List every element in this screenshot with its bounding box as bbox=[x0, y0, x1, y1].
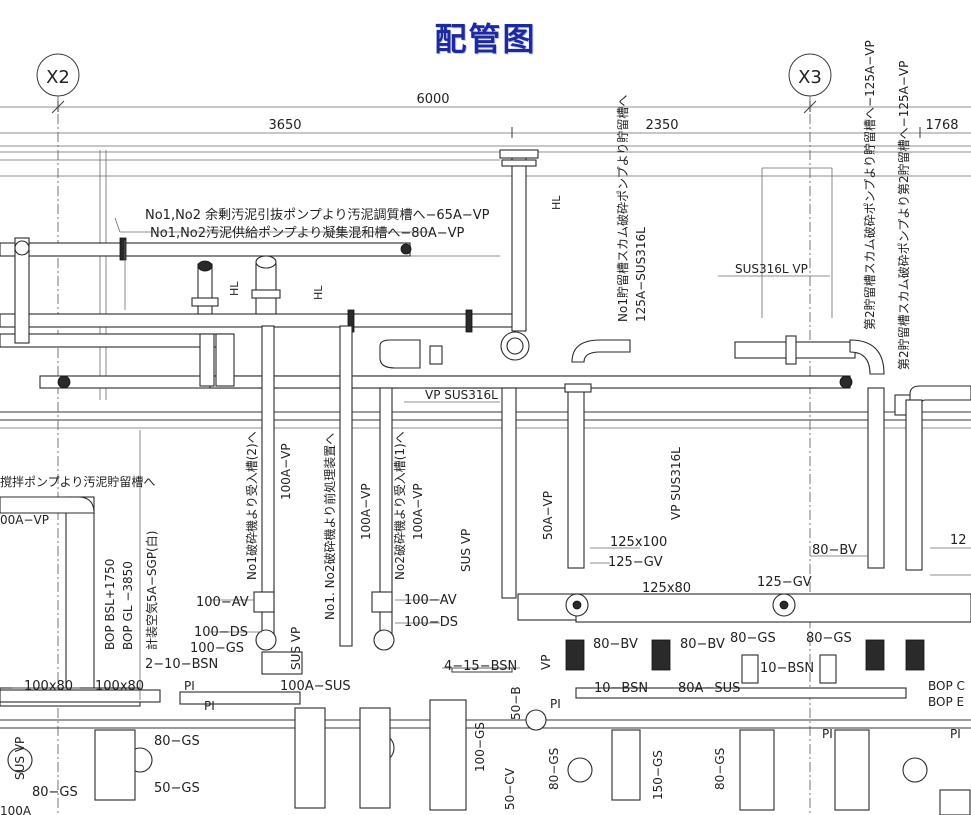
label-80gs-2: 80−GS bbox=[806, 631, 852, 646]
label-pi-3: PI bbox=[550, 697, 561, 711]
upper-piping bbox=[0, 149, 971, 416]
note-sus-vp-left: SUS VP bbox=[13, 737, 27, 780]
vertical-risers bbox=[0, 325, 923, 698]
note-tank2a: 第2貯留槽スカム破砕ポンプより貯留槽へ−125A−VP bbox=[862, 40, 877, 330]
note-vp-sus-vertical: VP SUS316L bbox=[669, 447, 683, 520]
label-100av-right: 100−AV bbox=[404, 593, 457, 608]
label-100ds-right: 100−DS bbox=[404, 615, 458, 630]
label-pi-5: PI bbox=[950, 727, 961, 741]
label-100av-left: 100−AV bbox=[196, 595, 249, 610]
reference-lines bbox=[0, 145, 971, 729]
label-100a-vp-2: 100A−VP bbox=[359, 483, 373, 540]
grid-marker-x3: X3 bbox=[788, 53, 832, 97]
note-bop-right1: BOP C bbox=[928, 679, 965, 693]
leader-lines bbox=[12, 217, 971, 700]
label-100a-vp-1: 100A−VP bbox=[279, 443, 293, 500]
note-tank2b: 第2貯留槽スカム破砕ポンプより第2貯留槽へ−125A−VP bbox=[896, 61, 911, 370]
label-100ds-left: 100−DS bbox=[194, 625, 248, 640]
label-50b: 50−B bbox=[509, 686, 523, 720]
grid-label-x3: X3 bbox=[798, 67, 822, 88]
label-50cv: 50−CV bbox=[503, 767, 517, 810]
note-tank1: No1貯留槽スカム破砕ポンプより貯留槽へ bbox=[615, 95, 630, 322]
note-crusher1: No1破砕機より受入槽(2)へ bbox=[244, 431, 259, 580]
label-80a-sus: 80A−SUS bbox=[678, 681, 740, 696]
note-left-edge: 撹拌ポンプより汚泥貯留槽へ bbox=[0, 474, 155, 489]
label-125x80: 125x80 bbox=[642, 581, 691, 596]
label-80gs-vertical: 80−GS bbox=[547, 748, 561, 790]
note-vp-sus-mid: VP SUS316L bbox=[425, 388, 498, 402]
label-80bv-top: 80−BV bbox=[812, 543, 857, 558]
dim-right: 2350 bbox=[645, 118, 678, 133]
label-125x100: 125x100 bbox=[610, 535, 667, 550]
dim-left: 3650 bbox=[268, 118, 301, 133]
label-100gs: 100−GS bbox=[190, 641, 244, 656]
label-100a-sus: 100A−SUS bbox=[280, 679, 351, 694]
note-bop-right2: BOP E bbox=[928, 695, 964, 709]
note-line1: No1,No2 余剰汚泥引抜ポンプより汚泥調質槽へ−65A−VP bbox=[145, 207, 490, 223]
label-80gs-vertical-2: 80−GS bbox=[713, 748, 727, 790]
label-80bv-1: 80−BV bbox=[593, 637, 638, 652]
label-2-10-bsn: 2−10−BSN bbox=[145, 657, 218, 672]
label-80gs-bottom-left: 80−GS bbox=[32, 785, 78, 800]
note-left-edge-spec: 00A−VP bbox=[0, 513, 49, 527]
lower-headers bbox=[0, 593, 971, 707]
label-pi-4: PI bbox=[822, 727, 833, 741]
label-pi-1: PI bbox=[184, 679, 195, 693]
dim-far: 1768 bbox=[925, 118, 958, 133]
label-80gs-left: 80−GS bbox=[154, 734, 200, 749]
label-10bsn-2: 10−BSN bbox=[594, 681, 648, 696]
note-bop2: BOP GL −3850 bbox=[121, 561, 135, 650]
note-crusher2: No1. No2破砕機より前処理装置へ bbox=[322, 433, 337, 620]
label-12: 12 bbox=[950, 533, 967, 548]
note-sus-vp-small: SUS VP bbox=[459, 529, 473, 572]
label-50gs: 50−GS bbox=[154, 781, 200, 796]
label-100a-vp-3: 100A−VP bbox=[411, 483, 425, 540]
page-title: 配管图 bbox=[434, 20, 537, 58]
note-hl-3: HL bbox=[550, 195, 563, 210]
label-80gs-1: 80−GS bbox=[730, 631, 776, 646]
note-hl-1: HL bbox=[228, 281, 241, 296]
grid-label-x2: X2 bbox=[46, 67, 70, 88]
label-125gv-right: 125−GV bbox=[757, 575, 812, 590]
note-tank1-spec: 125A−SUS316L bbox=[634, 227, 648, 322]
label-100a: 100A bbox=[0, 804, 32, 815]
note-hl-2: HL bbox=[312, 285, 325, 300]
label-10bsn-1: 10−BSN bbox=[760, 661, 814, 676]
note-crusher3: No2破砕機より受入槽(1)へ bbox=[392, 431, 407, 580]
note-line2: No1,No2汚泥供給ポンプより凝集混和槽へ−80A−VP bbox=[150, 225, 464, 241]
label-4-15-bsn: 4−15−BSN bbox=[444, 659, 517, 674]
pumps bbox=[94, 699, 971, 815]
note-air: 計装空気5A−SGP(白) bbox=[144, 531, 159, 650]
label-125gv-left: 125−GV bbox=[608, 555, 663, 570]
label-100x80-left: 100x80 bbox=[24, 679, 73, 694]
label-50a-vp: 50A−VP bbox=[541, 491, 555, 540]
dimension-lines: 6000 3650 2350 1768 bbox=[0, 92, 971, 138]
note-vp-small: VP bbox=[539, 655, 553, 670]
label-100gs-vertical: 100−GS bbox=[473, 722, 487, 772]
note-sus-vp-small2: SUS VP bbox=[289, 627, 303, 670]
label-80bv-2: 80−BV bbox=[680, 637, 725, 652]
note-bop1: BOP BSL+1750 bbox=[103, 559, 117, 650]
grid-marker-x2: X2 bbox=[36, 53, 80, 97]
label-pi-2: PI bbox=[204, 699, 215, 713]
label-100x80-right: 100x80 bbox=[95, 679, 144, 694]
note-sus-vp-right: SUS316L VP bbox=[735, 262, 808, 276]
dim-overall: 6000 bbox=[416, 92, 449, 107]
label-150gs: 150−GS bbox=[651, 750, 665, 800]
